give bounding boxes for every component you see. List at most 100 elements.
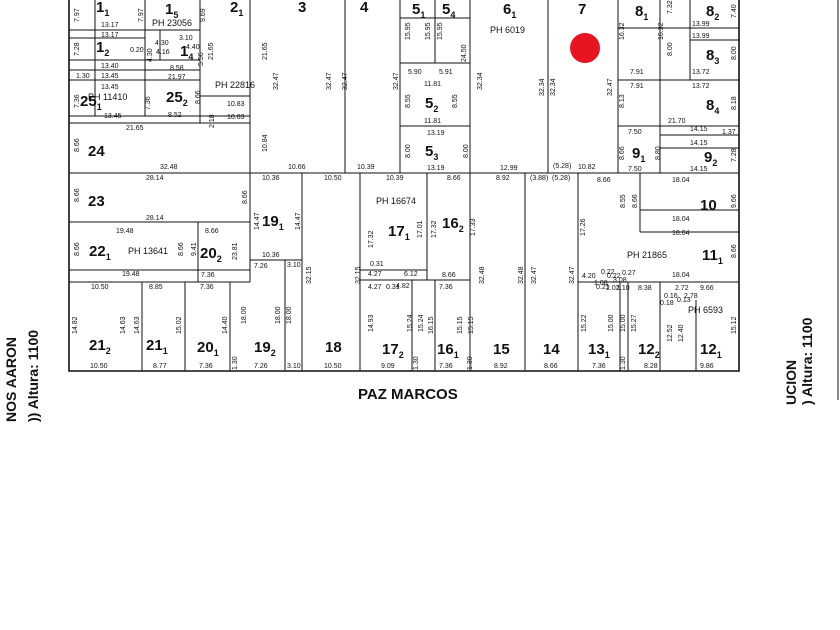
dimension-label: 12.52 xyxy=(667,324,674,342)
ph-label: PH 21865 xyxy=(627,250,667,260)
ph-label: PH 6593 xyxy=(688,305,723,315)
dimension-label: 8.66 xyxy=(619,146,626,160)
ph-label: PH 23056 xyxy=(152,18,192,28)
dimension-label: 4.40 xyxy=(186,44,200,51)
lot-23: 23 xyxy=(88,193,105,210)
dimension-label: 17.32 xyxy=(368,230,375,248)
dimension-label: 2.72 xyxy=(675,285,689,292)
dimension-label: 8.00 xyxy=(667,42,674,56)
dimension-label: 0.20 xyxy=(130,47,144,54)
lot-19-2: 192 xyxy=(254,339,276,358)
dimension-label: 7.36 xyxy=(200,284,214,291)
dimension-label: 8.92 xyxy=(496,175,510,182)
dimension-label: 7.40 xyxy=(731,4,738,18)
dimension-label: 14.82 xyxy=(72,316,79,334)
dimension-label: 32.15 xyxy=(306,266,313,284)
dimension-labels: 13.17 13.17 13.40 13.45 13.45 1.30 0.20 … xyxy=(76,21,736,370)
lot-15: 15 xyxy=(493,341,510,358)
dimension-label: 10.36 xyxy=(262,175,280,182)
dimension-label: 14.40 xyxy=(222,316,229,334)
dimension-label: 7.91 xyxy=(630,69,644,76)
dimension-label: 0.18 xyxy=(660,300,674,307)
dimension-label: 4.20 xyxy=(582,273,596,280)
dimension-label: 0.13 xyxy=(677,297,691,304)
dimension-label: 21.65 xyxy=(208,42,215,60)
ph-labels: PH 23056 PH 11410 PH 22816 PH 6019 PH 16… xyxy=(88,18,723,315)
street-label-right-1: UCION xyxy=(783,360,799,405)
dimension-label: (3.88) xyxy=(530,175,548,182)
dimension-label: 8.66 xyxy=(544,363,558,370)
dimension-label: 1.30 xyxy=(467,356,474,370)
dimension-label: 14.47 xyxy=(295,212,302,230)
dimension-label: 10.36 xyxy=(262,252,280,259)
lot-1-2: 12 xyxy=(96,39,109,58)
dimension-label: 18.00 xyxy=(241,306,248,324)
dimension-label: 28.14 xyxy=(146,175,164,182)
dimension-label: 8.66 xyxy=(442,272,456,279)
dimension-label: 14.63 xyxy=(120,316,127,334)
lot-labels: 11 15 12 14 21 3 4 51 54 52 53 61 7 81 8… xyxy=(80,0,723,360)
lot-20-2: 202 xyxy=(200,245,222,264)
dimension-label: 10.50 xyxy=(90,363,108,370)
dimension-label: 32.15 xyxy=(355,266,362,284)
dimension-label: 1.37 xyxy=(722,129,736,136)
lot-25-1: 251 xyxy=(80,93,102,112)
dimension-label: 8.66 xyxy=(242,190,249,204)
lot-8-3: 83 xyxy=(706,47,719,66)
dimension-label: 8.66 xyxy=(205,228,219,235)
dimension-label: 8.66 xyxy=(632,194,639,208)
lot-10: 10 xyxy=(700,197,717,214)
lot-1-5: 15 xyxy=(165,1,178,20)
lot-2-1: 21 xyxy=(230,0,243,18)
dimension-label: 10.50 xyxy=(324,363,342,370)
dimension-label: 7.91 xyxy=(630,83,644,90)
dimension-label: 15.15 xyxy=(457,316,464,334)
dimension-label: 8.66 xyxy=(74,242,81,256)
dimension-label: 15.15 xyxy=(468,316,475,334)
dimension-label: 9.09 xyxy=(381,363,395,370)
dimension-label: 14.15 xyxy=(690,126,708,133)
lot-8-1: 81 xyxy=(635,3,648,22)
dimension-label: 8.00 xyxy=(463,144,470,158)
dimension-label: 10.83 xyxy=(227,101,245,108)
dimension-label: 3.10 xyxy=(287,262,301,269)
dimension-label: 3.10 xyxy=(179,35,193,42)
dimension-label: 18.04 xyxy=(672,216,690,223)
dimension-label: 11.81 xyxy=(424,118,441,125)
dimension-label: 32.47 xyxy=(607,78,614,96)
dimension-label: 23.81 xyxy=(232,242,239,260)
dimension-label: 28.14 xyxy=(146,215,164,222)
dimension-label: 18.00 xyxy=(286,306,293,324)
dimension-label: 0.31 xyxy=(370,261,384,268)
lot-25-2: 252 xyxy=(166,89,188,108)
location-marker[interactable] xyxy=(570,33,600,63)
dimension-label: 0.21 xyxy=(596,284,610,291)
dimension-label: 10.50 xyxy=(91,284,109,291)
dimension-label: 21.65 xyxy=(126,125,144,132)
dimension-label: 7.32 xyxy=(667,0,674,14)
dimension-label: 15.00 xyxy=(608,314,615,332)
dimension-label: 4.82 xyxy=(396,283,410,290)
dimension-label: 10.66 xyxy=(288,164,306,171)
dimension-label: 8.66 xyxy=(731,244,738,258)
dimension-label: 9.86 xyxy=(700,363,714,370)
dimension-label: 1.08 xyxy=(594,280,608,287)
lot-11-1: 111 xyxy=(702,247,723,266)
lot-21-2: 212 xyxy=(89,337,111,356)
dimension-label: 1.30 xyxy=(413,356,420,370)
lot-1-1: 11 xyxy=(96,0,109,18)
dimension-label: 8.92 xyxy=(494,363,508,370)
dimension-label: 15.24 xyxy=(418,314,425,332)
lot-4: 4 xyxy=(360,0,369,16)
dimension-label: 16.32 xyxy=(619,22,626,40)
dimension-label: 8.66 xyxy=(74,138,81,152)
dimension-label: 15.27 xyxy=(631,314,638,332)
dimension-label: 32.47 xyxy=(569,266,576,284)
dimension-label: 7.36 xyxy=(74,94,81,108)
lot-9-1: 91 xyxy=(632,145,645,164)
dimension-label: 32.48 xyxy=(479,266,486,284)
dimension-label: 32.48 xyxy=(160,164,178,171)
dimension-label: 7.36 xyxy=(439,284,453,291)
dimension-label: 8.38 xyxy=(638,285,652,292)
dimension-label: 8.66 xyxy=(178,242,185,256)
